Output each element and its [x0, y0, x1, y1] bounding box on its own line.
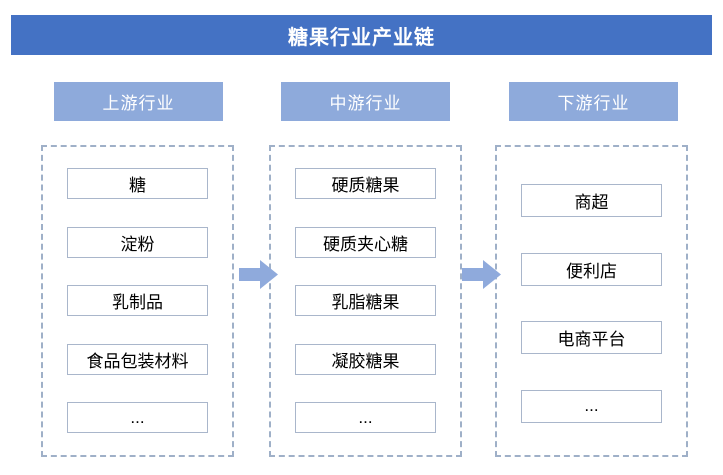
item-box-hard-candy: 硬质糖果: [295, 168, 436, 199]
header-downstream: 下游行业: [509, 82, 678, 121]
item-box-toffee-candy: 乳脂糖果: [295, 285, 436, 316]
item-box-ecommerce: 电商平台: [521, 321, 662, 355]
flow-arrow-right-icon: [462, 260, 501, 289]
diagram-title-banner: 糖果行业产业链: [11, 15, 712, 55]
item-box-starch: 淀粉: [67, 226, 208, 258]
item-box-convenience-store: 便利店: [521, 252, 662, 286]
item-box-packaging: 食品包装材料: [67, 343, 208, 375]
item-box-dairy: 乳制品: [67, 285, 208, 316]
item-box-upstream-more: ...: [67, 402, 208, 433]
flow-arrow-right-icon: [239, 260, 278, 289]
header-midstream: 中游行业: [281, 82, 450, 121]
header-downstream-label: 下游行业: [557, 94, 630, 113]
item-box-downstream-more: ...: [521, 389, 662, 423]
item-box-supermarket: 商超: [521, 184, 662, 217]
midstream-group: 硬质糖果 硬质夹心糖 乳脂糖果 凝胶糖果 ...: [269, 145, 462, 457]
item-box-hard-filled-candy: 硬质夹心糖: [295, 226, 436, 258]
header-upstream: 上游行业: [54, 82, 223, 121]
item-box-midstream-more: ...: [295, 402, 436, 433]
header-midstream-label: 中游行业: [329, 94, 402, 113]
downstream-group: 商超 便利店 电商平台 ...: [495, 145, 688, 457]
item-box-sugar: 糖: [67, 168, 208, 199]
header-upstream-label: 上游行业: [102, 94, 175, 113]
item-box-gel-candy: 凝胶糖果: [295, 343, 436, 375]
diagram-title: 糖果行业产业链: [288, 26, 435, 49]
upstream-group: 糖 淀粉 乳制品 食品包装材料 ...: [41, 145, 234, 457]
